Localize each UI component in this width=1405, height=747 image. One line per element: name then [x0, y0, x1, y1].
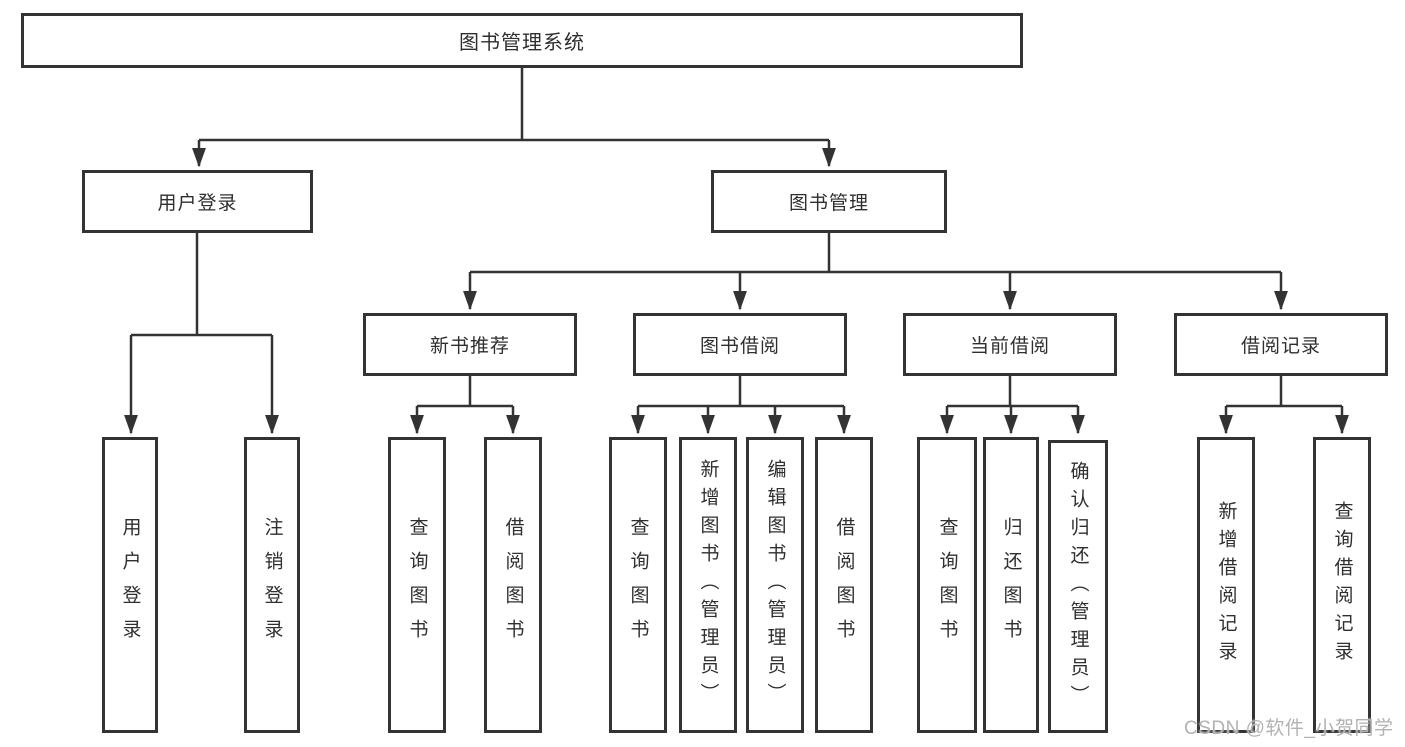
connector-new-book-rec-trunk: [417, 376, 513, 408]
node-label: 图书管理: [788, 193, 869, 214]
node-label: 确认归还（管理员）: [1067, 460, 1089, 713]
node-label: 新书推荐: [429, 336, 510, 357]
connector-book-mgmt-trunk: [470, 233, 1281, 274]
leaf-query-books-borrowing: 查询图书: [609, 437, 667, 733]
node-label: 编辑图书（管理员）: [764, 459, 786, 711]
leaf-query-books-current: 查询图书: [917, 437, 977, 733]
leaf-user-login: 用户登录: [102, 437, 158, 733]
node-label: 查询图书: [406, 517, 428, 653]
connector-root-trunk: [199, 68, 829, 142]
node-label: 图书管理系统: [459, 32, 585, 54]
node-current-borrowing: 当前借阅: [903, 313, 1117, 376]
node-label: 当前借阅: [969, 336, 1050, 357]
leaf-confirm-return-admin: 确认归还（管理员）: [1048, 440, 1108, 733]
connector-book-borrow-trunk: [638, 376, 844, 408]
node-label: 用户登录: [119, 517, 141, 653]
node-label: 查询图书: [936, 517, 958, 653]
leaf-borrow-books-recommend: 借阅图书: [484, 437, 542, 733]
leaf-add-books-admin: 新增图书（管理员）: [679, 437, 737, 733]
node-label: 图书借阅: [699, 336, 780, 357]
node-book-management: 图书管理: [711, 170, 947, 233]
node-label: 查询图书: [627, 517, 649, 653]
leaf-query-borrow-record: 查询借阅记录: [1313, 437, 1371, 733]
node-label: 借阅图书: [833, 517, 855, 653]
node-library-system: 图书管理系统: [21, 13, 1023, 68]
node-label: 借阅记录: [1240, 336, 1321, 357]
node-label: 查询借阅记录: [1331, 501, 1353, 669]
node-label: 借阅图书: [502, 517, 524, 653]
leaf-borrow-books-borrowing: 借阅图书: [815, 437, 873, 733]
node-book-borrowing: 图书借阅: [633, 313, 847, 376]
node-label: 新增图书（管理员）: [697, 459, 719, 711]
leaf-logout: 注销登录: [244, 437, 300, 733]
connector-borrow-records-trunk: [1226, 376, 1342, 408]
csdn-watermark: CSDN @软件_小贺同学: [1184, 718, 1394, 739]
node-borrowing-records: 借阅记录: [1174, 313, 1388, 376]
node-label: 注销登录: [261, 517, 283, 653]
node-label: 新增借阅记录: [1215, 501, 1237, 669]
node-label: 归还图书: [1000, 517, 1022, 653]
node-user-login: 用户登录: [82, 170, 313, 233]
connector-current-borrow-trunk: [947, 376, 1078, 408]
leaf-return-books: 归还图书: [983, 437, 1039, 733]
leaf-edit-books-admin: 编辑图书（管理员）: [746, 437, 804, 733]
node-label: 用户登录: [157, 193, 238, 214]
leaf-query-books-recommend: 查询图书: [388, 437, 446, 733]
node-new-book-recommend: 新书推荐: [363, 313, 577, 376]
connector-user-login-trunk: [131, 233, 272, 337]
leaf-add-borrow-record: 新增借阅记录: [1197, 437, 1255, 733]
